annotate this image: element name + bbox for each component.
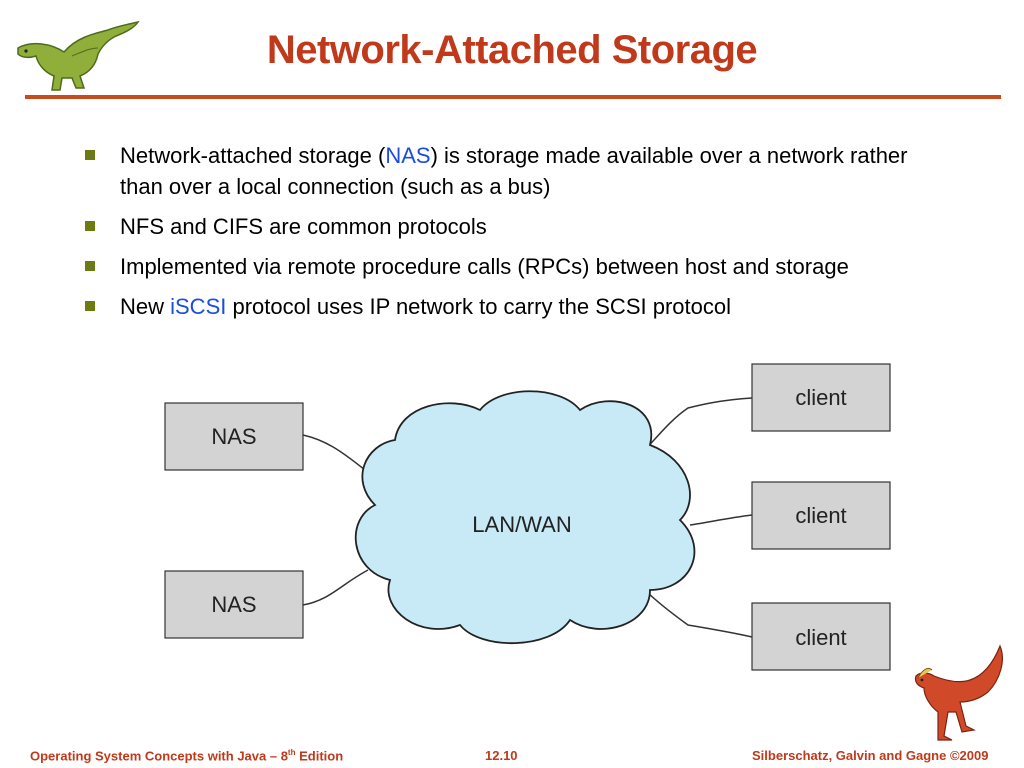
- slide-title: Network-Attached Storage: [266, 28, 758, 72]
- nas-box: NAS: [164, 570, 304, 639]
- bullet-text: NFS and CIFS are common protocols: [120, 214, 487, 239]
- bullet-text: Implemented via remote procedure calls (…: [120, 254, 849, 279]
- cloud-label: LAN/WAN: [472, 512, 571, 537]
- nas-box-label: NAS: [211, 592, 256, 617]
- bullet-item: NFS and CIFS are common protocols: [85, 211, 915, 242]
- lan-wan-cloud: [354, 390, 696, 645]
- bullet-square-icon: [85, 301, 95, 311]
- bullet-square-icon: [85, 221, 95, 231]
- bullet-list: Network-attached storage (NAS) is storag…: [85, 140, 915, 331]
- footer-book-title-text: Operating System Concepts with Java – 8: [30, 748, 288, 764]
- bullet-item: Network-attached storage (NAS) is storag…: [85, 140, 915, 202]
- nas-box-label: NAS: [211, 424, 256, 449]
- bullet-square-icon: [85, 261, 95, 271]
- dinosaur-mascot-icon: [914, 644, 1003, 741]
- bullet-text: New: [120, 294, 171, 319]
- connector-line: [644, 589, 753, 638]
- dinosaur-logo-icon: [17, 20, 140, 91]
- connector-line: [302, 569, 369, 606]
- bullet-item: New iSCSI protocol uses IP network to ca…: [85, 291, 915, 322]
- nas-box: NAS: [164, 402, 304, 471]
- footer-authors: Silberschatz, Galvin and Gagne ©2009: [752, 748, 989, 763]
- connection-lines: [302, 397, 753, 638]
- client-box-label: client: [795, 625, 846, 650]
- client-box: client: [751, 602, 891, 671]
- connector-line: [302, 434, 366, 471]
- bullet-item: Implemented via remote procedure calls (…: [85, 251, 915, 282]
- connector-line: [639, 397, 753, 456]
- title-divider: [25, 95, 1001, 99]
- client-box: client: [751, 481, 891, 550]
- client-box-label: client: [795, 503, 846, 528]
- bullet-text: protocol uses IP network to carry the SC…: [226, 294, 731, 319]
- connector-line: [689, 514, 753, 526]
- bullet-text: ) is storage made available over a netwo…: [120, 143, 908, 199]
- footer-page-number: 12.10: [485, 748, 518, 763]
- bullet-text: Network-attached storage (: [120, 143, 386, 168]
- bullet-highlight: iSCSI: [170, 294, 227, 319]
- footer-book-title-end: Edition: [295, 748, 344, 764]
- footer-book-title: Operating System Concepts with Java – 8t…: [30, 748, 343, 763]
- bullet-square-icon: [85, 150, 95, 160]
- bullet-highlight: NAS: [385, 143, 431, 168]
- client-box-label: client: [795, 385, 846, 410]
- footer-superscript: th: [287, 748, 296, 757]
- client-box: client: [751, 363, 891, 432]
